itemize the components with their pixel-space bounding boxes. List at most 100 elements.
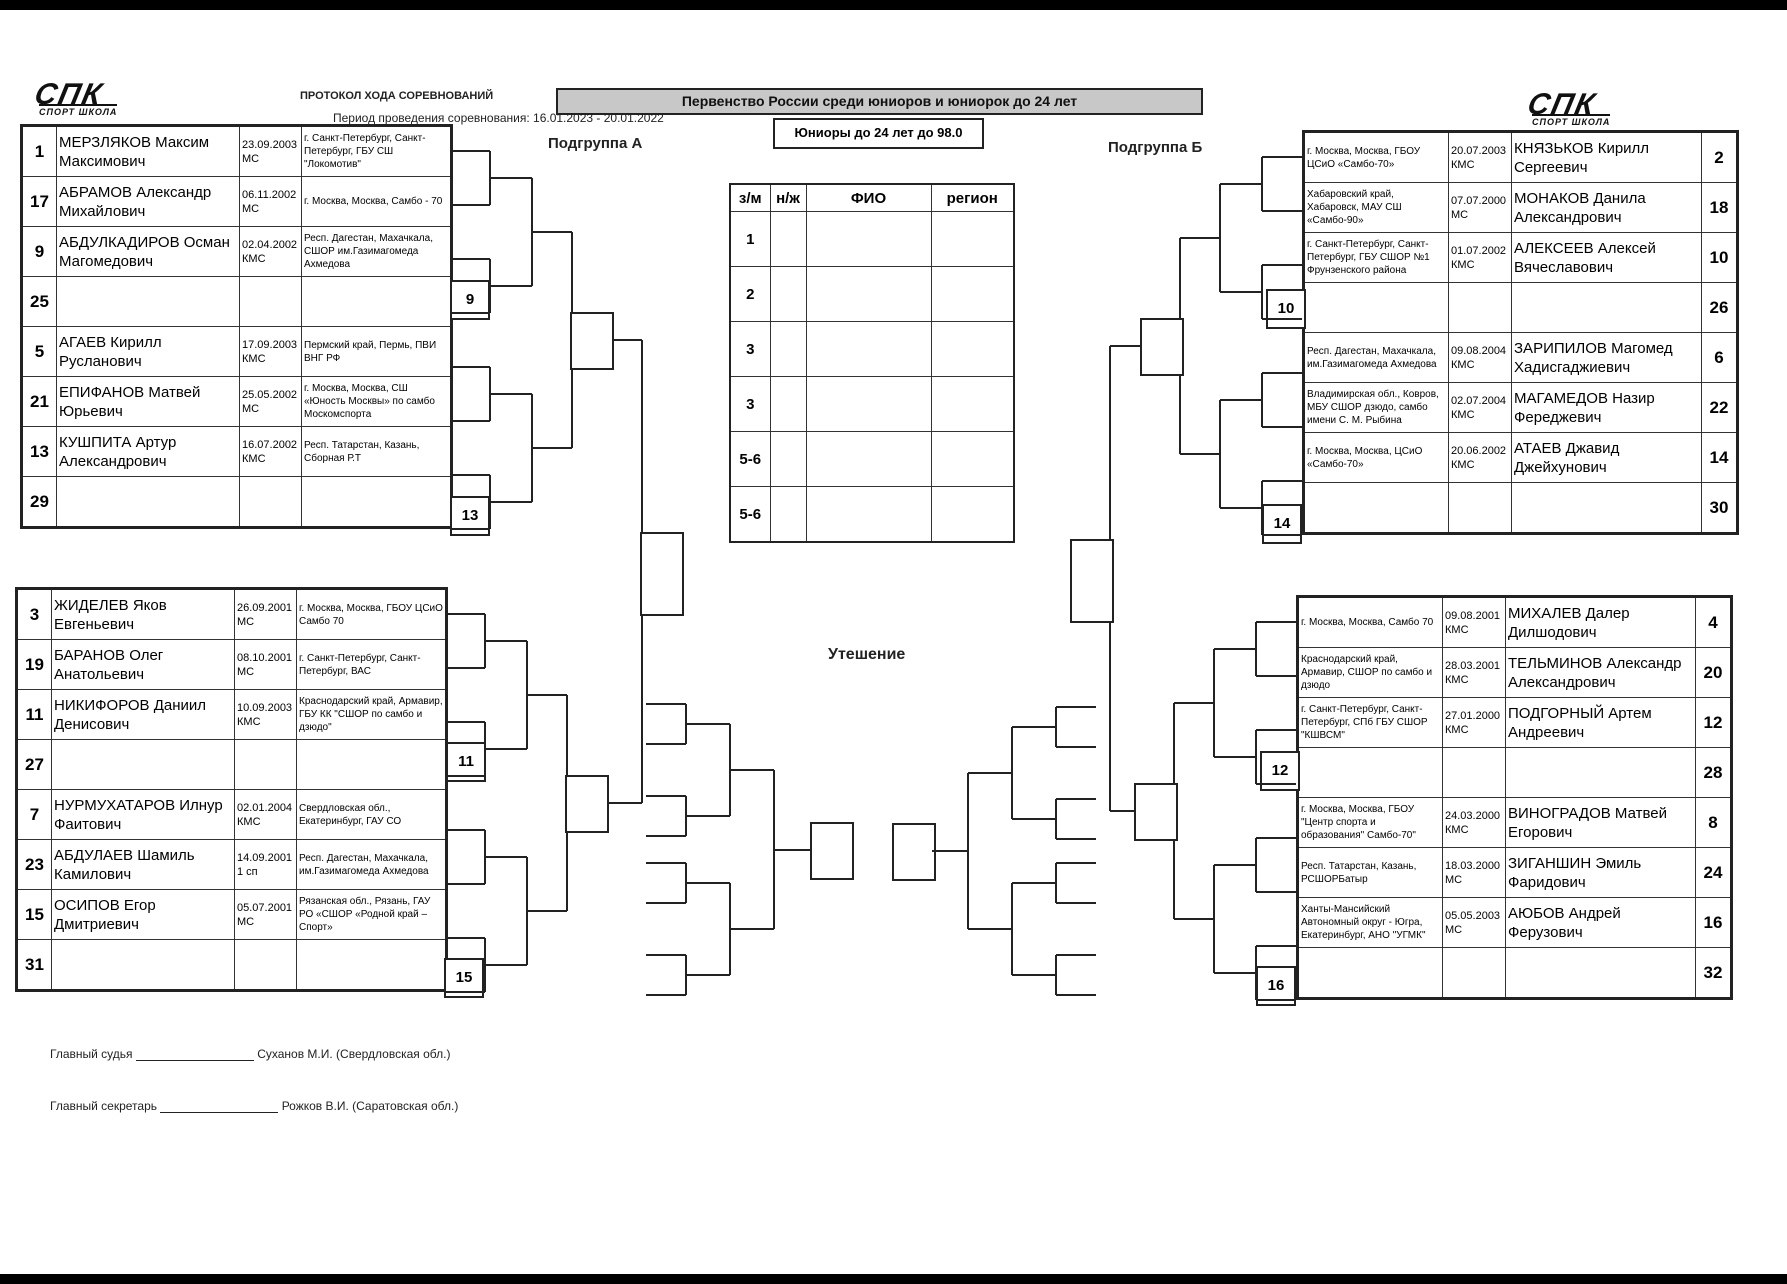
bracket-line: [646, 994, 686, 996]
results-header-number: н/ж: [769, 183, 807, 212]
participant-date-rank: [1442, 747, 1506, 798]
results-place: 5-6: [729, 486, 771, 543]
participant-region: Рязанская обл., Рязань, ГАУ РО «СШОР «Ро…: [296, 889, 447, 940]
participant-row: 29: [21, 476, 452, 528]
participant-birthdate: 08.10.2001: [237, 651, 293, 664]
participant-rank: МС: [237, 615, 255, 628]
participant-name: НУРМУХАТАРОВ Илнур Фаитович: [51, 789, 235, 840]
participant-birthdate: 24.03.2000: [1445, 809, 1501, 822]
participant-rank: КМС: [1451, 258, 1475, 271]
results-row: 3: [729, 376, 1015, 432]
participant-number: 18: [1701, 182, 1738, 233]
results-place: 2: [729, 266, 771, 322]
participant-birthdate: 16.07.2002: [242, 438, 298, 451]
bracket-line: [686, 723, 730, 725]
participant-row: Краснодарский край, Армавир, СШОР по сам…: [1297, 647, 1732, 698]
chief-secretary-label: Главный секретарь: [50, 1099, 157, 1113]
results-name-cell: [805, 431, 932, 487]
participant-rank: МС: [237, 915, 255, 928]
participant-row: г. Москва, Москва, ГБОУ ЦСиО «Самбо-70»2…: [1303, 131, 1738, 183]
bracket-line: [1011, 727, 1013, 819]
bracket-line: [1261, 265, 1263, 319]
bracket-line: [485, 964, 527, 966]
participant-name: МИХАЛЕВ Далер Дилшодович: [1505, 596, 1696, 648]
bracket-line: [1012, 818, 1056, 820]
participant-region: г. Москва, Москва, Самбо 70: [1297, 596, 1443, 648]
participant-number: 6: [1701, 332, 1738, 383]
participant-region: г. Москва, Москва, ГБОУ ЦСиО Самбо 70: [296, 588, 447, 640]
participant-region: [1297, 747, 1443, 798]
participant-rank: МС: [1445, 923, 1463, 936]
participant-name: АТАЕВ Джавид Джейхунович: [1511, 432, 1702, 483]
participant-name: АБДУЛАЕВ Шамиль Камилович: [51, 839, 235, 890]
logo-right: СПК СПОРТ ШКОЛА: [1525, 88, 1653, 127]
results-region-cell: [930, 321, 1015, 377]
participant-row: г. Санкт-Петербург, Санкт-Петербург, СПб…: [1297, 697, 1732, 748]
bracket-line: [527, 910, 567, 912]
participant-birthdate: 01.07.2002: [1451, 244, 1507, 257]
participant-rank: КМС: [1445, 623, 1469, 636]
bracket-line: [1261, 157, 1263, 211]
bracket-line: [1056, 746, 1096, 748]
participant-number: 23: [16, 839, 52, 890]
round-label-box: 14: [1262, 504, 1302, 544]
participant-name: КУШПИТА Артур Александрович: [56, 426, 240, 477]
participant-region: г. Москва, Москва, ЦСиО «Самбо-70»: [1303, 432, 1449, 483]
participant-number: 7: [16, 789, 52, 840]
results-region-cell: [930, 431, 1015, 487]
results-region-cell: [930, 211, 1015, 267]
participant-region: Респ. Татарстан, Казань, РСШОРБатыр: [1297, 847, 1443, 898]
participant-birthdate: 07.07.2000: [1451, 194, 1507, 207]
participant-number: 30: [1701, 482, 1738, 534]
bracket-line: [450, 474, 490, 476]
results-row: 3: [729, 321, 1015, 377]
participant-rank: КМС: [242, 352, 266, 365]
participant-region: [296, 939, 447, 991]
results-header-name: ФИО: [805, 183, 932, 212]
bracket-line: [1110, 810, 1134, 812]
participant-rank: МС: [237, 665, 255, 678]
bracket-line: [1261, 373, 1263, 427]
bracket-line: [450, 150, 490, 152]
bracket-line: [1262, 210, 1302, 212]
bracket-line: [1256, 675, 1296, 677]
participant-rank: МС: [242, 202, 260, 215]
bracket-line: [445, 991, 485, 993]
round-label-box: 10: [1266, 289, 1306, 329]
round-label-box: 9: [450, 280, 490, 320]
bracket-line: [1180, 453, 1220, 455]
bracket-line: [730, 928, 774, 930]
results-region-cell: [930, 486, 1015, 543]
participant-region: [296, 739, 447, 790]
participant-name: ЕПИФАНОВ Матвей Юрьевич: [56, 376, 240, 427]
participant-region: г. Санкт-Петербург, Санкт-Петербург, ВАС: [296, 639, 447, 690]
results-name-cell: [805, 266, 932, 322]
participant-rank: КМС: [1451, 408, 1475, 421]
participant-number: 15: [16, 889, 52, 940]
bracket-line: [1011, 883, 1013, 975]
bracket-line: [1255, 622, 1257, 676]
bracket-line: [1012, 974, 1056, 976]
results-name-cell: [805, 376, 932, 432]
results-place: 3: [729, 321, 771, 377]
bracket-line: [1261, 481, 1263, 535]
participant-date-rank: [1448, 282, 1512, 333]
participant-region: Пермский край, Пермь, ПВИ ВНГ РФ: [301, 326, 452, 377]
participant-name: [1505, 947, 1696, 999]
participant-rank: 1 сп: [237, 865, 258, 878]
protocol-page: СПК СПОРТ ШКОЛА СПК СПОРТ ШКОЛА ПРОТОКОЛ…: [0, 10, 1787, 1274]
